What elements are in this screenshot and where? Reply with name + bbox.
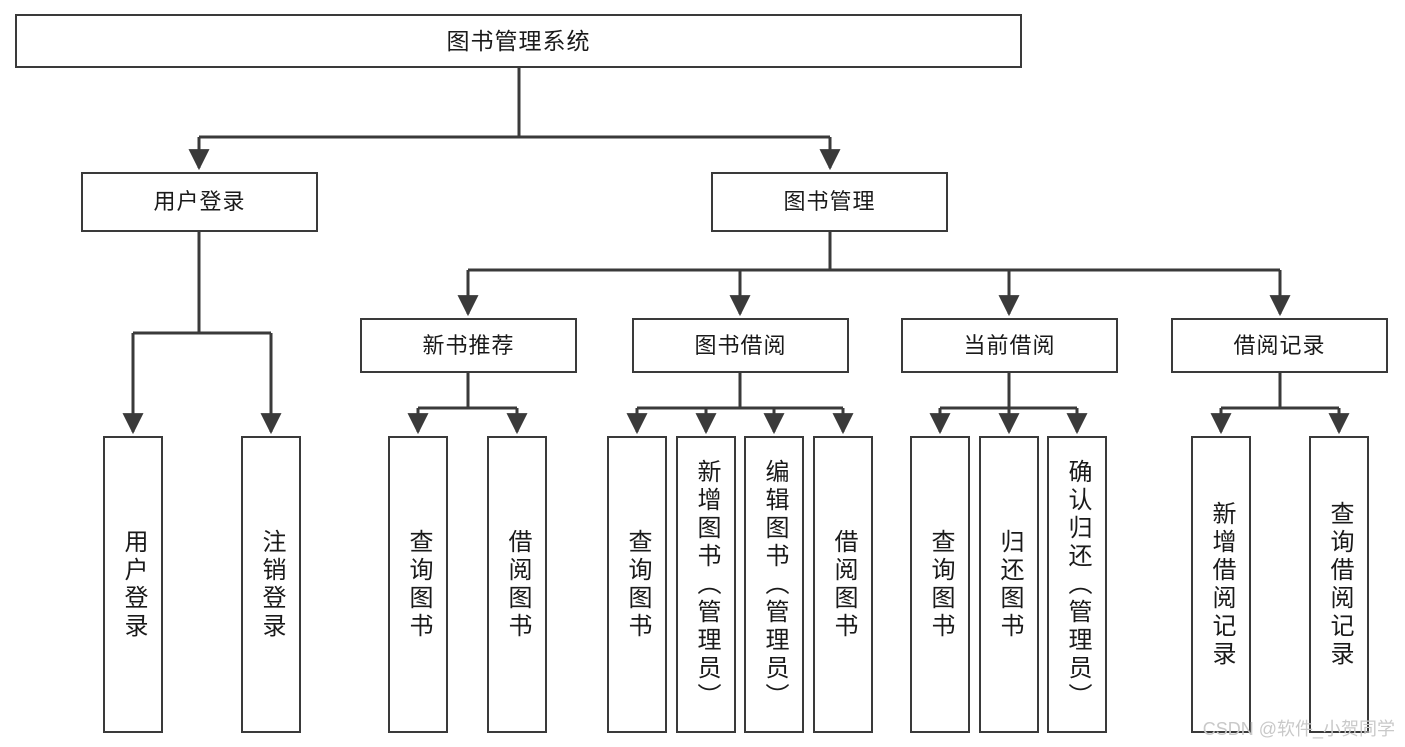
node-leaf-add-record[interactable]: 新增借阅记录 bbox=[1191, 436, 1251, 733]
node-label: 确认归还（管理员） bbox=[1064, 458, 1091, 711]
node-new-book-recommend[interactable]: 新书推荐 bbox=[360, 318, 577, 373]
node-leaf-user-logout[interactable]: 注销登录 bbox=[241, 436, 301, 733]
node-user-login[interactable]: 用户登录 bbox=[81, 172, 318, 232]
node-label: 新书推荐 bbox=[422, 332, 515, 358]
node-leaf-confirm-return[interactable]: 确认归还（管理员） bbox=[1047, 436, 1107, 733]
node-label: 借阅图书 bbox=[504, 528, 531, 641]
node-leaf-borrow-book-1[interactable]: 借阅图书 bbox=[487, 436, 547, 733]
node-leaf-edit-book[interactable]: 编辑图书（管理员） bbox=[744, 436, 804, 733]
node-leaf-borrow-book-2[interactable]: 借阅图书 bbox=[813, 436, 873, 733]
node-label: 归还图书 bbox=[996, 528, 1023, 641]
node-label: 借阅记录 bbox=[1233, 332, 1326, 358]
node-label: 图书管理 bbox=[783, 189, 876, 215]
node-label: 图书借阅 bbox=[694, 332, 787, 358]
node-leaf-query-book-3[interactable]: 查询图书 bbox=[910, 436, 970, 733]
node-leaf-query-book-1[interactable]: 查询图书 bbox=[388, 436, 448, 733]
node-label: 查询图书 bbox=[927, 528, 954, 641]
node-root-book-management-system[interactable]: 图书管理系统 bbox=[15, 14, 1022, 68]
node-label: 查询借阅记录 bbox=[1326, 500, 1353, 669]
node-leaf-return-book[interactable]: 归还图书 bbox=[979, 436, 1039, 733]
node-label: 当前借阅 bbox=[963, 332, 1056, 358]
watermark: CSDN @软件_小贺同学 bbox=[1202, 719, 1395, 739]
node-label: 图书管理系统 bbox=[446, 27, 591, 54]
node-book-borrow[interactable]: 图书借阅 bbox=[632, 318, 849, 373]
node-label: 用户登录 bbox=[153, 189, 246, 215]
node-label: 新增图书（管理员） bbox=[693, 458, 720, 711]
node-label: 用户登录 bbox=[120, 528, 147, 641]
node-leaf-add-book[interactable]: 新增图书（管理员） bbox=[676, 436, 736, 733]
node-leaf-query-record[interactable]: 查询借阅记录 bbox=[1309, 436, 1369, 733]
node-borrow-record[interactable]: 借阅记录 bbox=[1171, 318, 1388, 373]
node-leaf-query-book-2[interactable]: 查询图书 bbox=[607, 436, 667, 733]
node-book-management[interactable]: 图书管理 bbox=[711, 172, 948, 232]
node-label: 查询图书 bbox=[405, 528, 432, 641]
node-label: 注销登录 bbox=[258, 528, 285, 641]
node-label: 新增借阅记录 bbox=[1208, 500, 1235, 669]
node-leaf-user-login[interactable]: 用户登录 bbox=[103, 436, 163, 733]
node-label: 借阅图书 bbox=[830, 528, 857, 641]
node-label: 查询图书 bbox=[624, 528, 651, 641]
node-current-borrow[interactable]: 当前借阅 bbox=[901, 318, 1118, 373]
node-label: 编辑图书（管理员） bbox=[761, 458, 788, 711]
